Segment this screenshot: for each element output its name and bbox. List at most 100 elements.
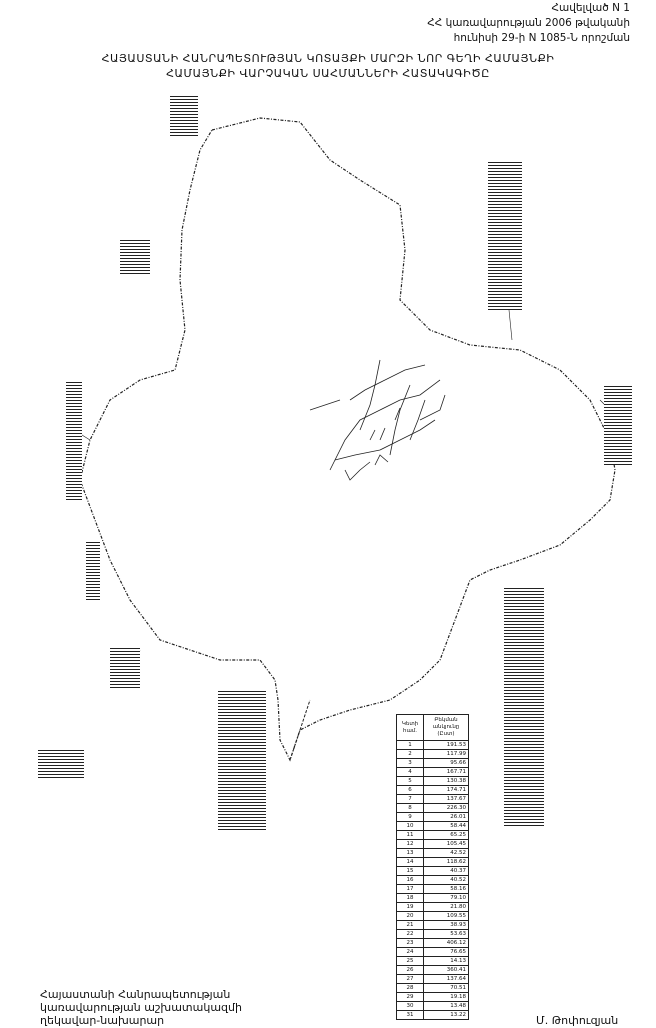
point-number: 6 xyxy=(396,785,424,795)
footer-org-line1: Հայաստանի Հանրապետության xyxy=(40,988,231,1001)
legend xyxy=(38,748,84,778)
angle-value: 65.25 xyxy=(423,830,469,840)
angle-value: 19.18 xyxy=(423,992,469,1002)
angle-value: 406.12 xyxy=(423,938,469,948)
angle-value: 137.67 xyxy=(423,794,469,804)
angle-value: 40.37 xyxy=(423,866,469,876)
point-number: 4 xyxy=(396,767,424,777)
coordinate-table-center xyxy=(218,690,266,830)
angle-value: 137.64 xyxy=(423,974,469,984)
point-number: 3 xyxy=(396,758,424,768)
annex-government: ՀՀ կառավարության 2006 թվականի xyxy=(427,17,630,29)
angle-value: 226.30 xyxy=(423,803,469,813)
point-number: 1 xyxy=(396,740,424,750)
coordinate-list-southwest xyxy=(86,540,100,600)
point-number: 12 xyxy=(396,839,424,849)
settlement-streets xyxy=(309,359,446,481)
coordinate-list-top xyxy=(170,96,198,136)
point-number: 22 xyxy=(396,929,424,939)
angle-value: 53.63 xyxy=(423,929,469,939)
angle-value: 130.38 xyxy=(423,776,469,786)
point-number: 18 xyxy=(396,893,424,903)
point-number: 5 xyxy=(396,776,424,786)
angle-value: 40.52 xyxy=(423,875,469,885)
angle-value: 118.62 xyxy=(423,857,469,867)
signatory-name: Մ. Թոփուզյան xyxy=(536,1014,619,1027)
angle-value: 58.44 xyxy=(423,821,469,831)
angle-value: 109.55 xyxy=(423,911,469,921)
point-number: 9 xyxy=(396,812,424,822)
angle-value: 174.71 xyxy=(423,785,469,795)
point-number: 7 xyxy=(396,794,424,804)
coordinate-list-right xyxy=(488,160,522,310)
angle-value: 13.22 xyxy=(423,1010,469,1020)
point-number: 26 xyxy=(396,965,424,975)
point-number: 13 xyxy=(396,848,424,858)
angle-value: 191.53 xyxy=(423,740,469,750)
map-title-line2: ՀԱՄԱՅՆՔԻ ՎԱՐՉԱԿԱՆ ՍԱՀՄԱՆՆԵՐԻ ՀԱՏԱԿԱԳԻԾԸ xyxy=(166,67,490,80)
angle-value: 95.66 xyxy=(423,758,469,768)
point-number: 28 xyxy=(396,983,424,993)
coordinate-table-left xyxy=(120,238,150,274)
point-number: 8 xyxy=(396,803,424,813)
annex-number: Հավելված N 1 xyxy=(551,2,630,14)
col-angle: Բեկման անկյունը (Ըստ) xyxy=(423,714,469,741)
angle-value: 105.45 xyxy=(423,839,469,849)
angle-value: 167.71 xyxy=(423,767,469,777)
point-number: 10 xyxy=(396,821,424,831)
angle-value: 58.16 xyxy=(423,884,469,894)
point-number: 25 xyxy=(396,956,424,966)
map-title-line1: ՀԱՅԱՍՏԱՆԻ ՀԱՆՐԱՊԵՏՈՒԹՅԱՆ ԿՈՏԱՅՔԻ ՄԱՐԶԻ Ն… xyxy=(101,52,555,65)
point-number: 15 xyxy=(396,866,424,876)
community-boundary xyxy=(79,117,616,762)
angle-value: 14.13 xyxy=(423,956,469,966)
point-number: 24 xyxy=(396,947,424,957)
coordinate-table-south xyxy=(110,648,140,688)
point-number: 20 xyxy=(396,911,424,921)
point-number: 30 xyxy=(396,1001,424,1011)
point-number: 23 xyxy=(396,938,424,948)
point-number: 16 xyxy=(396,875,424,885)
coordinate-list-east xyxy=(604,385,632,465)
point-number: 14 xyxy=(396,857,424,867)
angle-value: 42.52 xyxy=(423,848,469,858)
angle-value: 76.65 xyxy=(423,947,469,957)
footer-org-line2: կառավարության աշխատակազմի xyxy=(40,1001,242,1014)
point-number: 27 xyxy=(396,974,424,984)
boundary-spur xyxy=(289,699,311,761)
angle-value: 21.80 xyxy=(423,902,469,912)
point-number: 19 xyxy=(396,902,424,912)
col-point-number: Կետի համ. xyxy=(396,714,424,741)
angle-value: 70.51 xyxy=(423,983,469,993)
angle-value: 38.93 xyxy=(423,920,469,930)
